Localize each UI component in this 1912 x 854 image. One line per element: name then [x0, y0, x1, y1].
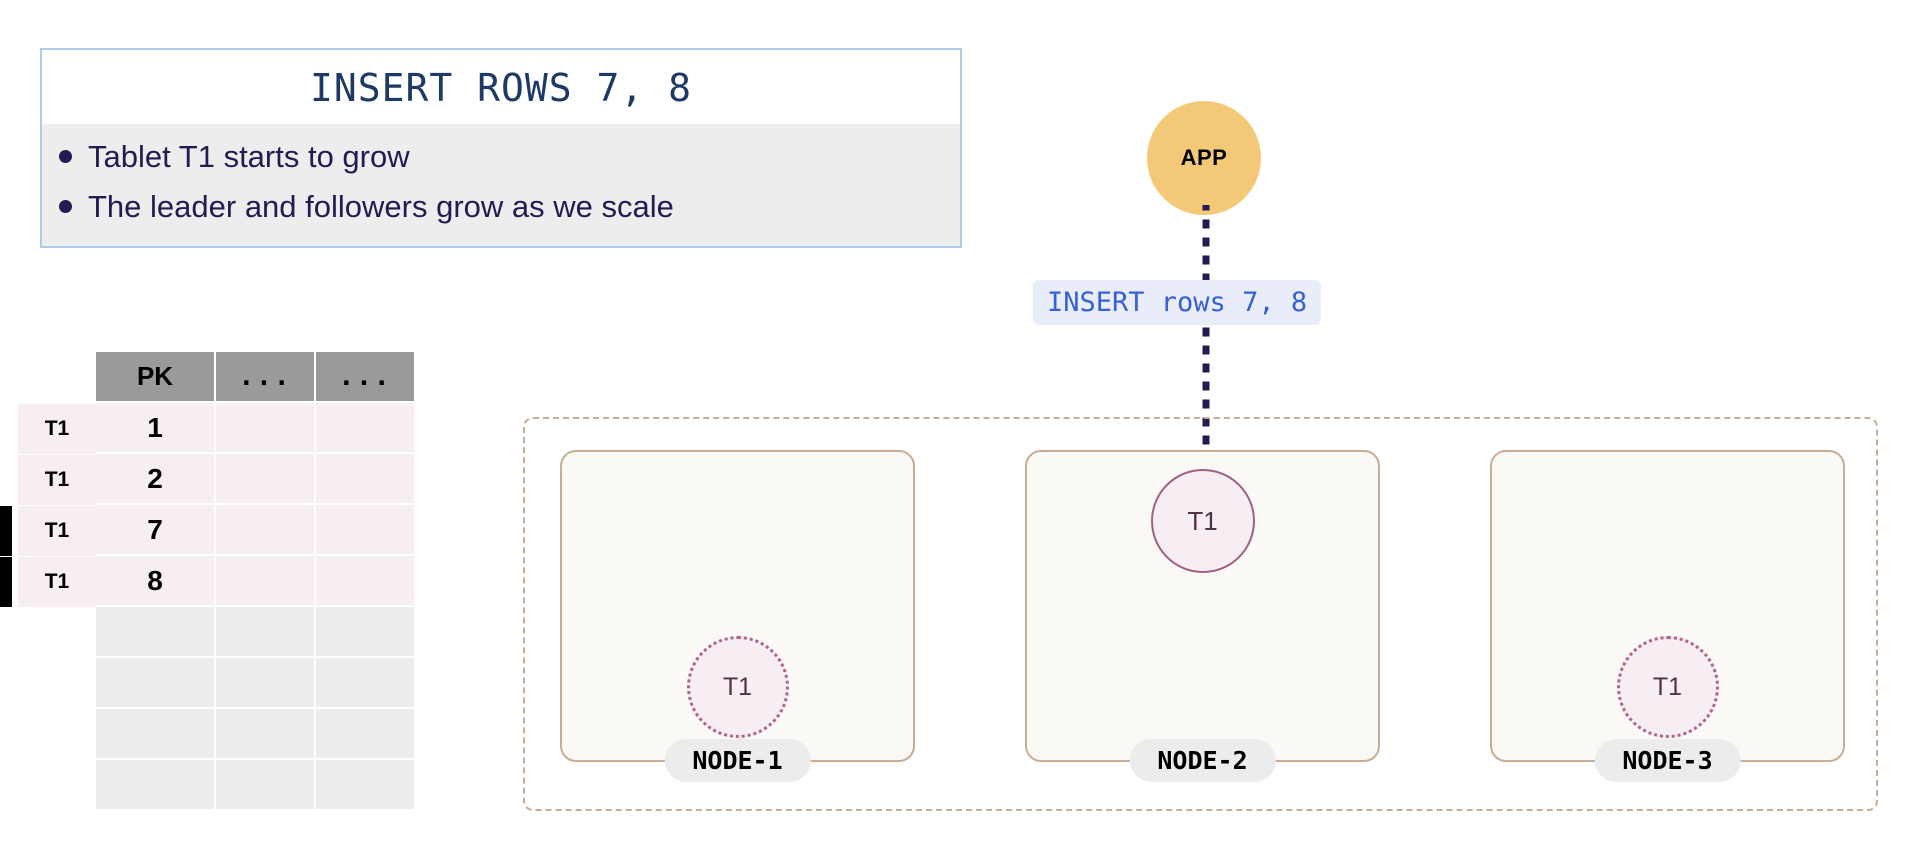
table-row: 8	[96, 556, 416, 605]
cell-blank	[316, 658, 414, 707]
insert-request-label: INSERT rows 7, 8	[1033, 280, 1322, 325]
app-node: APP	[1147, 101, 1261, 215]
tablet-follower-circle[interactable]: T1	[686, 636, 789, 738]
cell-blank	[316, 505, 414, 554]
tablet-owner-cell: T1	[18, 404, 96, 454]
bullet-dot-icon	[42, 200, 88, 214]
column-header-dots-2: ...	[316, 352, 414, 401]
table-empty-row	[96, 607, 416, 656]
caption-bullet-label: The leader and followers grow as we scal…	[88, 188, 674, 224]
tablet-owner-cell: T1	[0, 506, 96, 556]
cell-blank	[96, 760, 214, 809]
cluster-boundary: T1 NODE-1 T1 NODE-2 T1 NODE-3	[523, 417, 1878, 811]
table-empty-row	[96, 709, 416, 758]
cell-pk: 8	[96, 556, 214, 605]
table-empty-row	[96, 760, 416, 809]
table-grid: PK ... ... 1 2 7 8	[96, 352, 416, 811]
caption-card: INSERT ROWS 7, 8 Tablet T1 starts to gro…	[40, 48, 962, 248]
cell-blank	[96, 607, 214, 656]
tablet-rows-table: T1 T1 T1 T1 PK ... ... 1 2 7 8	[0, 352, 440, 822]
table-empty-row	[96, 658, 416, 707]
cell-blank	[316, 556, 414, 605]
cell-blank	[316, 403, 414, 452]
tablet-label: T1	[1187, 505, 1218, 536]
app-node-label: APP	[1180, 145, 1228, 170]
caption-bullet-label: Tablet T1 starts to grow	[88, 139, 410, 174]
cell-blank	[316, 709, 414, 758]
bullet-dot-icon	[42, 150, 88, 164]
tablet-owner-column: T1 T1 T1 T1	[0, 404, 96, 608]
table-row: 1	[96, 403, 416, 452]
cell-blank	[216, 556, 314, 605]
caption-bullet-item: The leader and followers grow as we scal…	[42, 182, 960, 232]
table-row: 2	[96, 454, 416, 503]
tablet-leader-circle[interactable]: T1	[1150, 469, 1255, 573]
caption-bullet-list: Tablet T1 starts to grow The leader and …	[42, 124, 960, 246]
cell-blank	[216, 760, 314, 809]
tablet-label: T1	[722, 672, 753, 701]
column-header-dots-1: ...	[216, 352, 314, 401]
cell-blank	[216, 709, 314, 758]
caption-title: INSERT ROWS 7, 8	[42, 50, 960, 124]
node-label-3: NODE-3	[1594, 739, 1741, 782]
cell-blank	[96, 658, 214, 707]
cell-pk: 2	[96, 454, 214, 503]
cell-blank	[316, 454, 414, 503]
tablet-follower-circle[interactable]: T1	[1616, 636, 1719, 738]
tablet-label: T1	[1652, 672, 1683, 701]
cell-blank	[216, 505, 314, 554]
cell-pk: 1	[96, 403, 214, 452]
cell-blank	[316, 607, 414, 656]
node-label-1: NODE-1	[664, 739, 811, 782]
cell-blank	[216, 454, 314, 503]
cell-pk: 7	[96, 505, 214, 554]
column-header-pk: PK	[96, 352, 214, 401]
table-header-row: PK ... ...	[96, 352, 416, 401]
cell-blank	[216, 403, 314, 452]
cell-blank	[216, 607, 314, 656]
tablet-owner-cell: T1	[18, 455, 96, 505]
caption-bullet-item: Tablet T1 starts to grow	[42, 132, 960, 182]
node-box-1[interactable]: T1 NODE-1	[560, 450, 915, 782]
table-row: 7	[96, 505, 416, 554]
node-box-3[interactable]: T1 NODE-3	[1490, 450, 1845, 782]
cell-blank	[316, 760, 414, 809]
node-label-2: NODE-2	[1129, 739, 1276, 782]
cell-blank	[96, 709, 214, 758]
cell-blank	[216, 658, 314, 707]
node-box-2[interactable]: T1 NODE-2	[1025, 450, 1380, 782]
tablet-owner-cell: T1	[0, 557, 96, 607]
